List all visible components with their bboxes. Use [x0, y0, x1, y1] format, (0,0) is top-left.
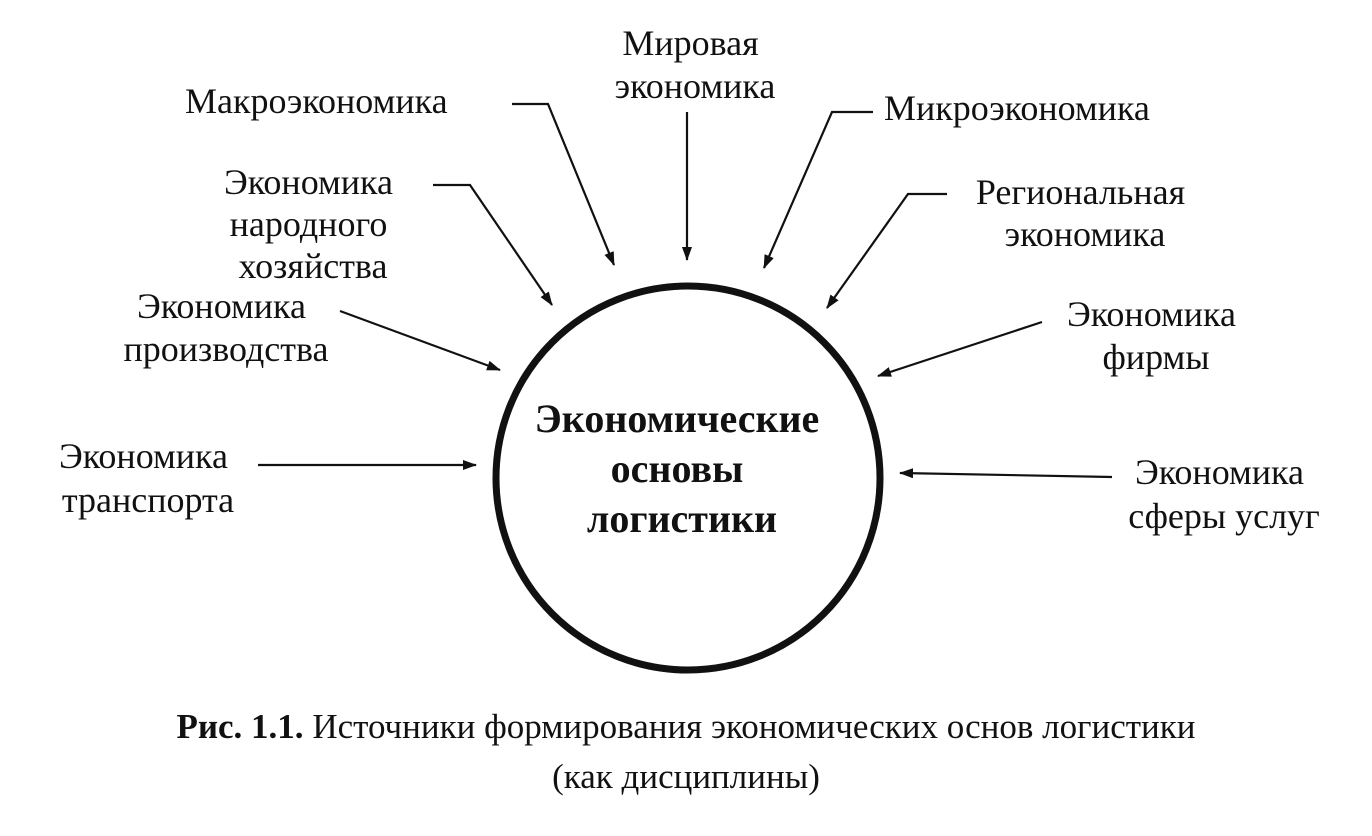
arrow-national: [433, 183, 553, 306]
source-label-production: Экономика производства: [124, 286, 329, 369]
center-text: Экономические основы логистики: [535, 396, 830, 541]
center-line-1: Экономические: [535, 396, 820, 441]
arrow-regional: [826, 192, 947, 309]
source-label-macro: Макроэкономика: [185, 81, 448, 121]
source-label-micro: Микроэкономика: [884, 88, 1150, 128]
source-label-transport: Экономика транспорта: [59, 436, 237, 520]
center-line-2: основы: [611, 446, 744, 491]
figure-caption: Рис. 1.1. Источники формирования экономи…: [0, 707, 1372, 747]
center-line-3: логистики: [587, 496, 777, 541]
figure-caption-text: Источники формирования экономических осн…: [303, 707, 1196, 746]
arrow-firm: [877, 320, 1043, 378]
source-label-services: Экономика сферы услуг: [1128, 452, 1320, 536]
arrow-micro: [762, 110, 873, 269]
figure-caption-line2: (как дисциплины): [552, 757, 820, 796]
arrow-macro: [512, 102, 616, 266]
source-label-regional: Региональная экономика: [976, 172, 1194, 254]
arrow-services: [899, 468, 1113, 479]
center-circle: [492, 282, 884, 674]
source-label-firm: Экономика фирмы: [1067, 294, 1245, 377]
figure-caption-label: Рис. 1.1.: [176, 707, 304, 746]
arrow-production: [339, 309, 501, 372]
source-label-world: Мировая экономика: [615, 23, 776, 106]
source-label-national: Экономика народного хозяйства: [224, 162, 402, 286]
